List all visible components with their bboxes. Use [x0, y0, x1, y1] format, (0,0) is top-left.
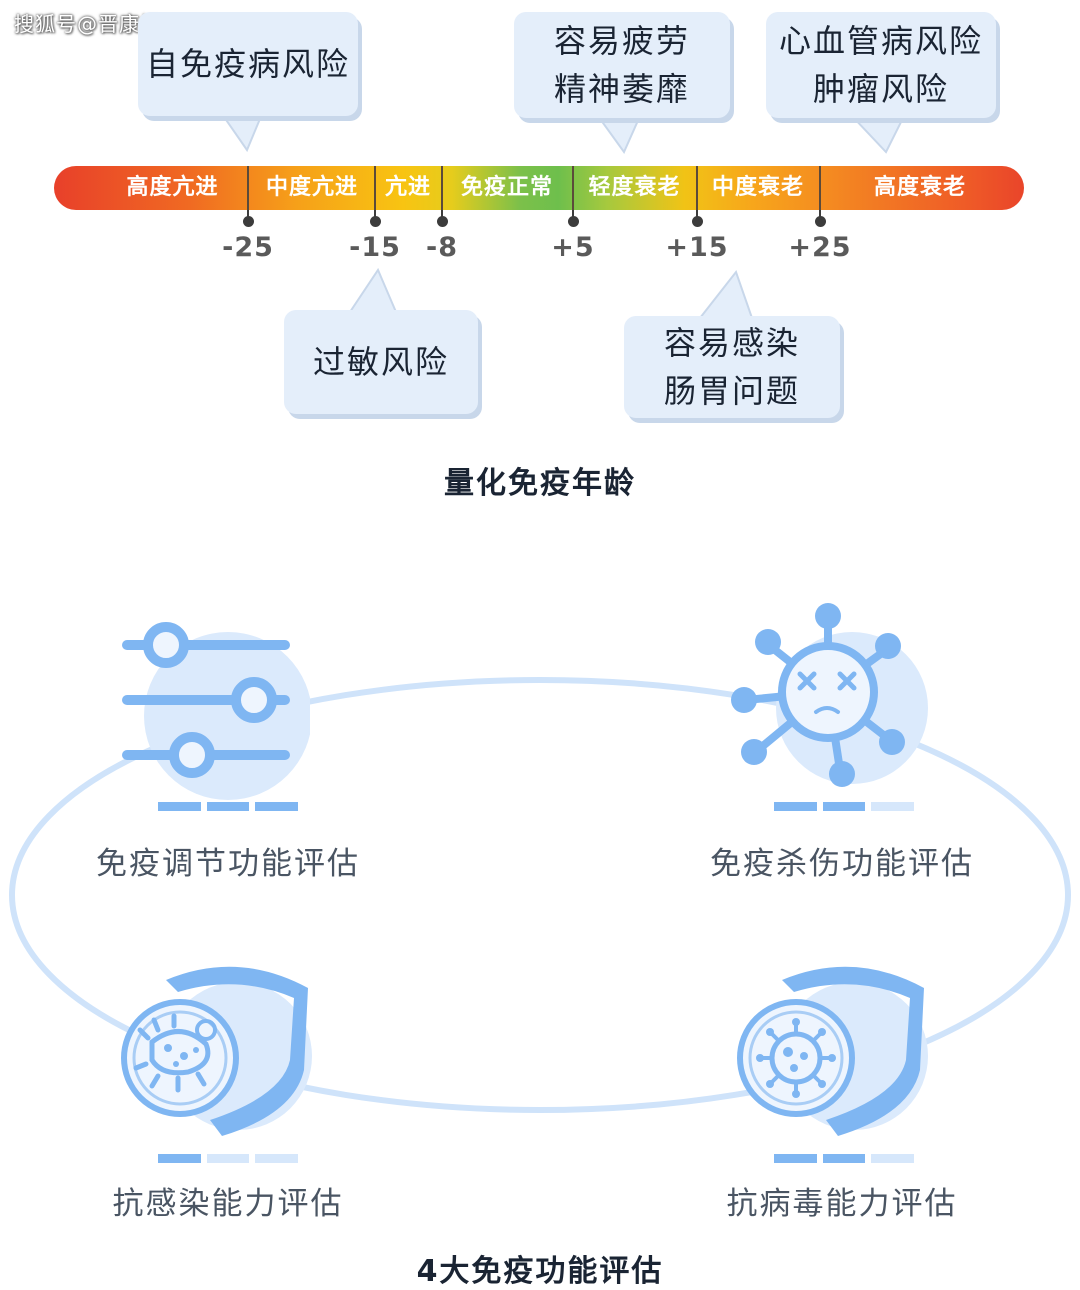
- level-bars-regulation: [158, 802, 299, 811]
- segment-label-high-aging: 高度衰老: [873, 175, 966, 200]
- tick-dot: [692, 216, 703, 227]
- level-bar-filled: [822, 802, 866, 811]
- caption-immune-age: 量化免疫年龄: [444, 466, 636, 501]
- level-bar-filled: [158, 802, 201, 811]
- bubble-infection-text: 容易感染 肠胃问题: [663, 324, 800, 410]
- label-immune-killing: 免疫杀伤功能评估: [710, 846, 974, 882]
- immune-age-scale-bar: [54, 166, 1024, 210]
- bubble-autoimmune-risk: 自免疫病风险: [138, 12, 358, 116]
- bubble-fatigue-text: 容易疲劳 精神萎靡: [553, 22, 690, 108]
- level-bar-filled: [206, 802, 250, 811]
- segment-label-normal: 免疫正常: [460, 175, 553, 200]
- scale-divider: [374, 166, 376, 210]
- level-bar-filled: [255, 802, 299, 811]
- segment-label-high-hyper: 高度亢进: [126, 175, 219, 200]
- label-anti-infection: 抗感染能力评估: [112, 1186, 344, 1222]
- scale-divider: [819, 166, 821, 210]
- shield-virus-icon: [737, 966, 928, 1136]
- level-bar-empty: [871, 1154, 915, 1163]
- tick-dot: [568, 216, 579, 227]
- level-bar-filled: [158, 1154, 201, 1163]
- segment-label-mild-aging: 轻度衰老: [588, 175, 681, 200]
- level-bar-empty: [206, 1154, 250, 1163]
- watermark: 搜狐号@晋康裕: [14, 12, 161, 36]
- segment-label-mid-hyper: 中度亢进: [265, 175, 358, 200]
- label-anti-virus: 抗病毒能力评估: [726, 1186, 958, 1222]
- tick-dot: [437, 216, 448, 227]
- sliders-icon: [122, 622, 310, 800]
- bubble-cardio-text: 心血管病风险 肿瘤风险: [778, 22, 983, 108]
- shield-bacteria-icon: [121, 966, 312, 1136]
- tick-dot: [815, 216, 826, 227]
- function-ring: [9, 677, 1071, 1113]
- level-bar-filled: [774, 1154, 817, 1163]
- scale-divider: [572, 166, 574, 210]
- level-bars-anti-virus: [774, 1154, 915, 1163]
- tick-dot: [370, 216, 381, 227]
- level-bars-killing: [774, 802, 915, 811]
- caption-four-functions: 4大免疫功能评估: [416, 1254, 664, 1289]
- level-bar-empty: [255, 1154, 299, 1163]
- level-bar-empty: [871, 802, 915, 811]
- virus-icon: [731, 603, 928, 787]
- label-immune-regulation: 免疫调节功能评估: [96, 846, 360, 882]
- bubble-autoimmune-text: 自免疫病风险: [145, 45, 350, 83]
- tick-label: -8: [426, 232, 458, 263]
- bubble-allergy-text: 过敏风险: [312, 343, 449, 381]
- bubble-infection-gut: 容易感染 肠胃问题: [624, 316, 840, 418]
- scale-divider: [696, 166, 698, 210]
- bubble-allergy-risk: 过敏风险: [284, 310, 478, 414]
- tick-label: +5: [551, 232, 595, 263]
- level-bar-filled: [822, 1154, 866, 1163]
- tick-label: +15: [665, 232, 729, 263]
- tick-label: -25: [222, 232, 274, 263]
- segment-label-mid-aging: 中度衰老: [711, 175, 804, 200]
- bubble-cardio-tumor-risk: 心血管病风险 肿瘤风险: [766, 12, 996, 118]
- bubble-fatigue: 容易疲劳 精神萎靡: [514, 12, 730, 118]
- scale-divider: [441, 166, 443, 210]
- scale-divider: [247, 166, 249, 210]
- level-bar-filled: [774, 802, 817, 811]
- tick-label: +25: [788, 232, 852, 263]
- level-bars-anti-infection: [158, 1154, 299, 1163]
- segment-label-hyper: 亢进: [384, 175, 431, 200]
- tick-dot: [243, 216, 254, 227]
- tick-label: -15: [349, 232, 401, 263]
